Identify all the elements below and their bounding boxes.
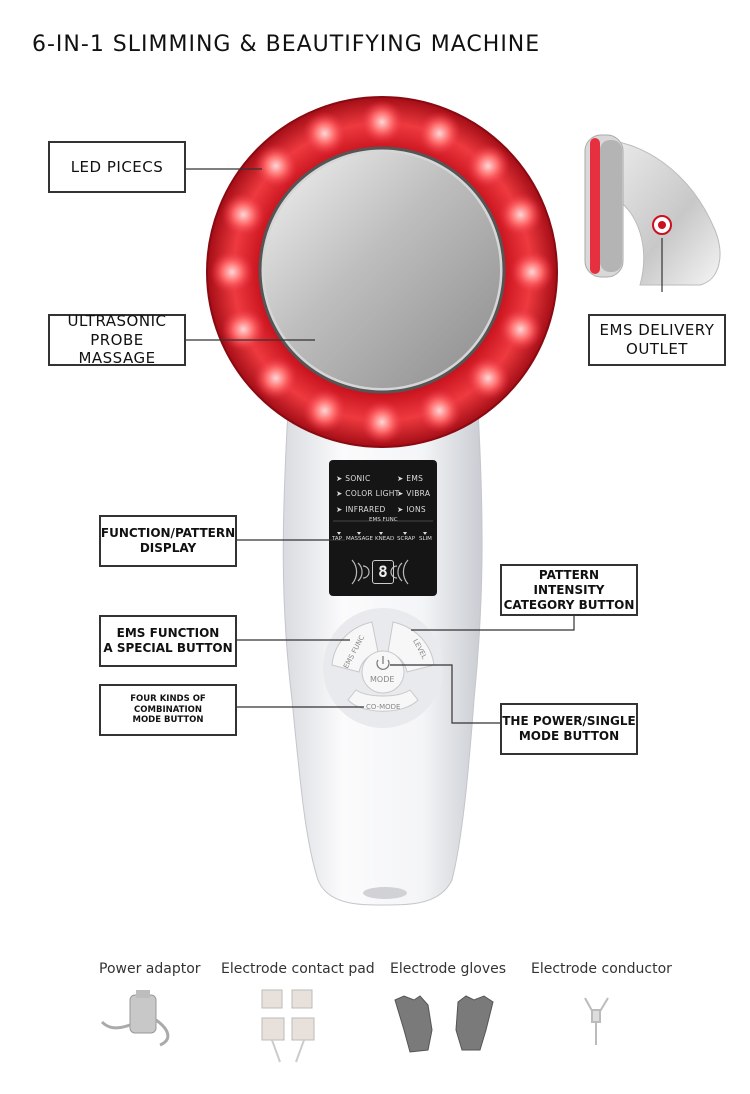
- signal-icon: [351, 559, 409, 585]
- display-item-vibra: ➤ VIBRA: [397, 489, 431, 498]
- electrode-pad-image: [261, 989, 315, 1063]
- callout-function-line2: DISPLAY: [139, 541, 197, 555]
- callout-ems-function-button: EMS FUNCTION A SPECIAL BUTTON: [99, 615, 237, 667]
- co-mode-button[interactable]: CO-MODE: [366, 703, 401, 711]
- led-light: [253, 143, 298, 188]
- led-light: [498, 307, 543, 352]
- callout-power-line2: MODE BUTTON: [518, 729, 620, 743]
- display-item-infrared: ➤ INFRARED: [336, 505, 386, 514]
- power-icon: [376, 656, 390, 670]
- side-view-probe: [584, 134, 721, 286]
- ultrasonic-probe: [264, 152, 500, 388]
- display-mode-knead: KNEAD: [375, 536, 395, 542]
- callout-ems-outlet-line1: EMS DELIVERY: [599, 321, 715, 340]
- page-title: 6-IN-1 SLIMMING & BEAUTIFYING MACHINE: [32, 32, 541, 57]
- callout-ultrasonic-line2: PROBE MASSAGE: [78, 330, 156, 368]
- callout-combo-line1: FOUR KINDS OF COMBINATION: [130, 694, 206, 715]
- led-light: [498, 192, 543, 237]
- led-light: [360, 400, 404, 444]
- callout-ems-func-line1: EMS FUNCTION: [116, 626, 220, 640]
- display-mode-tap: TAP: [332, 536, 343, 542]
- callout-ems-outlet-line2: OUTLET: [626, 340, 688, 358]
- display-mode-massage: MASSAGE: [346, 536, 373, 542]
- led-light: [302, 388, 347, 433]
- led-light: [466, 356, 511, 401]
- co-mode-button-shape: [347, 689, 419, 712]
- mode-button[interactable]: MODE: [370, 675, 395, 684]
- callout-ultrasonic-line1: ULTRASONIC: [67, 311, 167, 330]
- display-item-sonic: ➤ SONIC: [336, 474, 371, 483]
- electrode-conductor-image: [584, 997, 609, 1045]
- led-light: [360, 100, 404, 144]
- callout-function-display: FUNCTION/PATTERN DISPLAY: [99, 515, 237, 567]
- accessory-label-electrode-conductor: Electrode conductor: [531, 961, 672, 977]
- led-light: [302, 111, 347, 156]
- callout-power-line1: THE POWER/SINGLE: [502, 714, 636, 728]
- callout-function-line1: FUNCTION/PATTERN: [100, 526, 236, 540]
- control-cluster: [323, 608, 443, 728]
- mode-triangles: [337, 532, 427, 535]
- callout-led-pieces: LED PICECS: [48, 141, 186, 193]
- callout-ems-outlet: EMS DELIVERY OUTLET: [588, 314, 726, 366]
- led-light: [510, 250, 554, 294]
- callout-ems-func-line2: A SPECIAL BUTTON: [103, 641, 233, 655]
- ems-func-button-shape: [331, 621, 379, 673]
- power-adaptor-image: [100, 990, 170, 1047]
- display-mode-slim: SLIM: [419, 536, 432, 542]
- display-item-color-light: ➤ COLOR LIGHT: [336, 489, 400, 498]
- electrode-gloves-image: [394, 995, 494, 1053]
- display-item-ions: ➤ IONS: [397, 505, 426, 514]
- callout-combination-mode: FOUR KINDS OF COMBINATION MODE BUTTON: [99, 684, 237, 736]
- function-display-panel: [329, 460, 437, 596]
- callout-intensity-button: PATTERN INTENSITY CATEGORY BUTTON: [500, 564, 638, 616]
- display-digit: 8: [372, 560, 394, 584]
- accessory-label-power-adaptor: Power adaptor: [99, 961, 201, 977]
- callout-intensity-line2: CATEGORY BUTTON: [503, 597, 635, 612]
- callout-intensity-line1: PATTERN INTENSITY: [533, 567, 605, 597]
- led-light: [417, 111, 462, 156]
- led-light: [210, 250, 254, 294]
- callout-combo-line2: MODE BUTTON: [132, 715, 204, 726]
- display-item-ems: ➤ EMS: [397, 474, 424, 483]
- led-light: [417, 388, 462, 433]
- display-mode-scrap: SCRAP: [397, 536, 416, 542]
- accessory-label-electrode-gloves: Electrode gloves: [390, 961, 507, 977]
- callout-ultrasonic-probe: ULTRASONIC PROBE MASSAGE: [48, 311, 186, 368]
- led-light: [253, 356, 298, 401]
- led-light: [221, 307, 266, 352]
- callout-power-mode: THE POWER/SINGLE MODE BUTTON: [500, 703, 638, 755]
- led-lights: [210, 100, 554, 444]
- display-ems-func-label: EMS FUNC: [369, 517, 398, 523]
- accessory-label-electrode-pad: Electrode contact pad: [221, 961, 375, 977]
- led-light: [466, 143, 511, 188]
- mode-button-shape: [361, 650, 405, 694]
- led-light: [221, 192, 266, 237]
